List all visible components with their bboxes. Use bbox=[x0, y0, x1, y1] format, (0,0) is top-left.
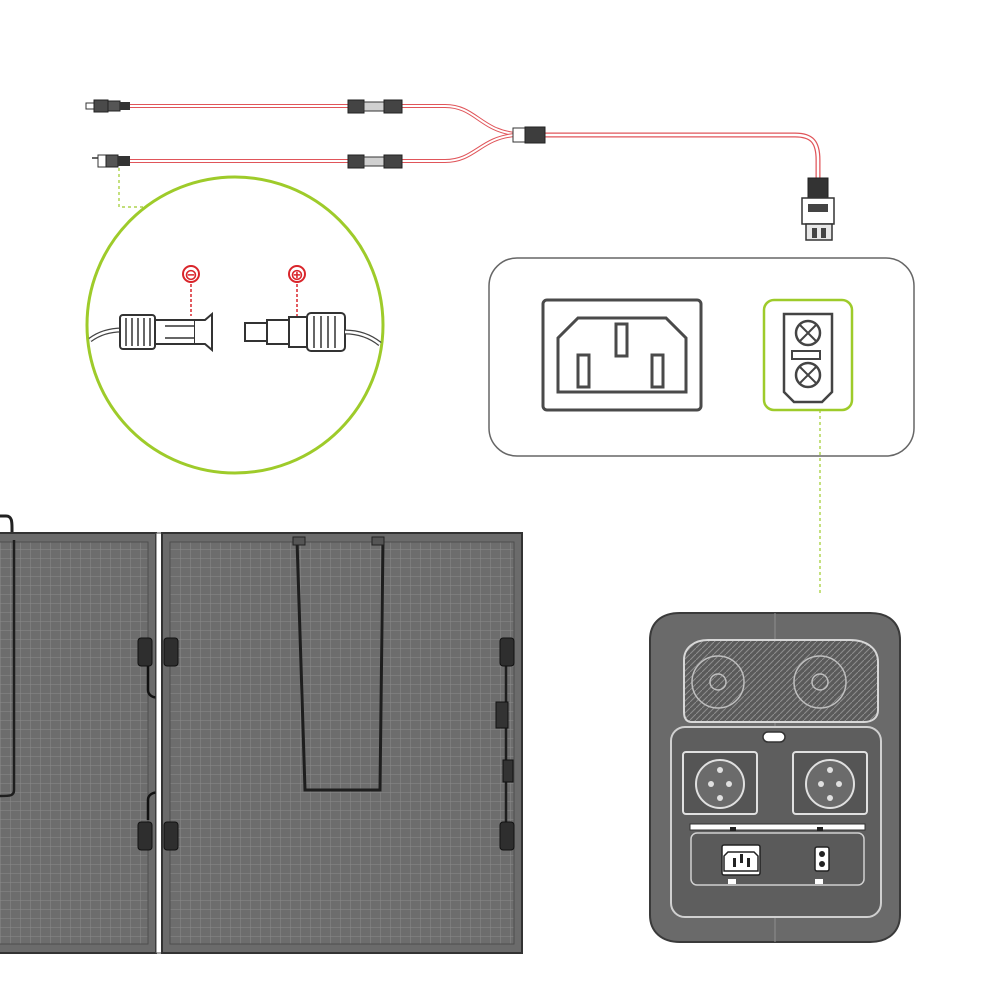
foldable-solar-panel bbox=[0, 514, 523, 954]
ac-outlet-right bbox=[792, 751, 868, 815]
positive-symbol: ⊕ bbox=[290, 265, 303, 284]
cable-upper-branch bbox=[130, 104, 516, 136]
mc4-inline-connector-upper bbox=[347, 99, 403, 114]
cable-lower-branch bbox=[130, 133, 516, 163]
y-junction bbox=[512, 126, 546, 144]
xt60-plug bbox=[801, 177, 835, 241]
ac-inlet-icon bbox=[541, 298, 703, 412]
status-indicator bbox=[762, 731, 786, 743]
negative-polarity-marker: ⊖ bbox=[182, 265, 200, 316]
panel-junction-box bbox=[495, 701, 514, 783]
positive-polarity-marker: ⊕ bbox=[288, 265, 306, 316]
mc4-connector-lower-left bbox=[92, 154, 130, 168]
port-panel-callout bbox=[488, 257, 915, 595]
mc4-connector-upper-left bbox=[85, 99, 130, 113]
solar-panel-left bbox=[0, 532, 168, 954]
cable-trunk bbox=[545, 132, 821, 180]
mc4-negative-connector bbox=[119, 311, 213, 353]
solar-input-port bbox=[814, 846, 830, 872]
mc4-inline-connector-lower bbox=[347, 154, 403, 169]
input-ports-area bbox=[690, 832, 865, 886]
solar-input-port-icon bbox=[762, 298, 854, 412]
fan-vent bbox=[683, 639, 879, 723]
mc4-zoom-callout: ⊖ ⊕ bbox=[85, 168, 385, 475]
portable-power-station bbox=[649, 612, 901, 943]
ac-outlet-left bbox=[682, 751, 758, 815]
negative-symbol: ⊖ bbox=[184, 265, 197, 284]
panel-clasps bbox=[137, 637, 515, 851]
y-branch-cable bbox=[85, 99, 835, 241]
solar-panel-right bbox=[161, 532, 523, 954]
